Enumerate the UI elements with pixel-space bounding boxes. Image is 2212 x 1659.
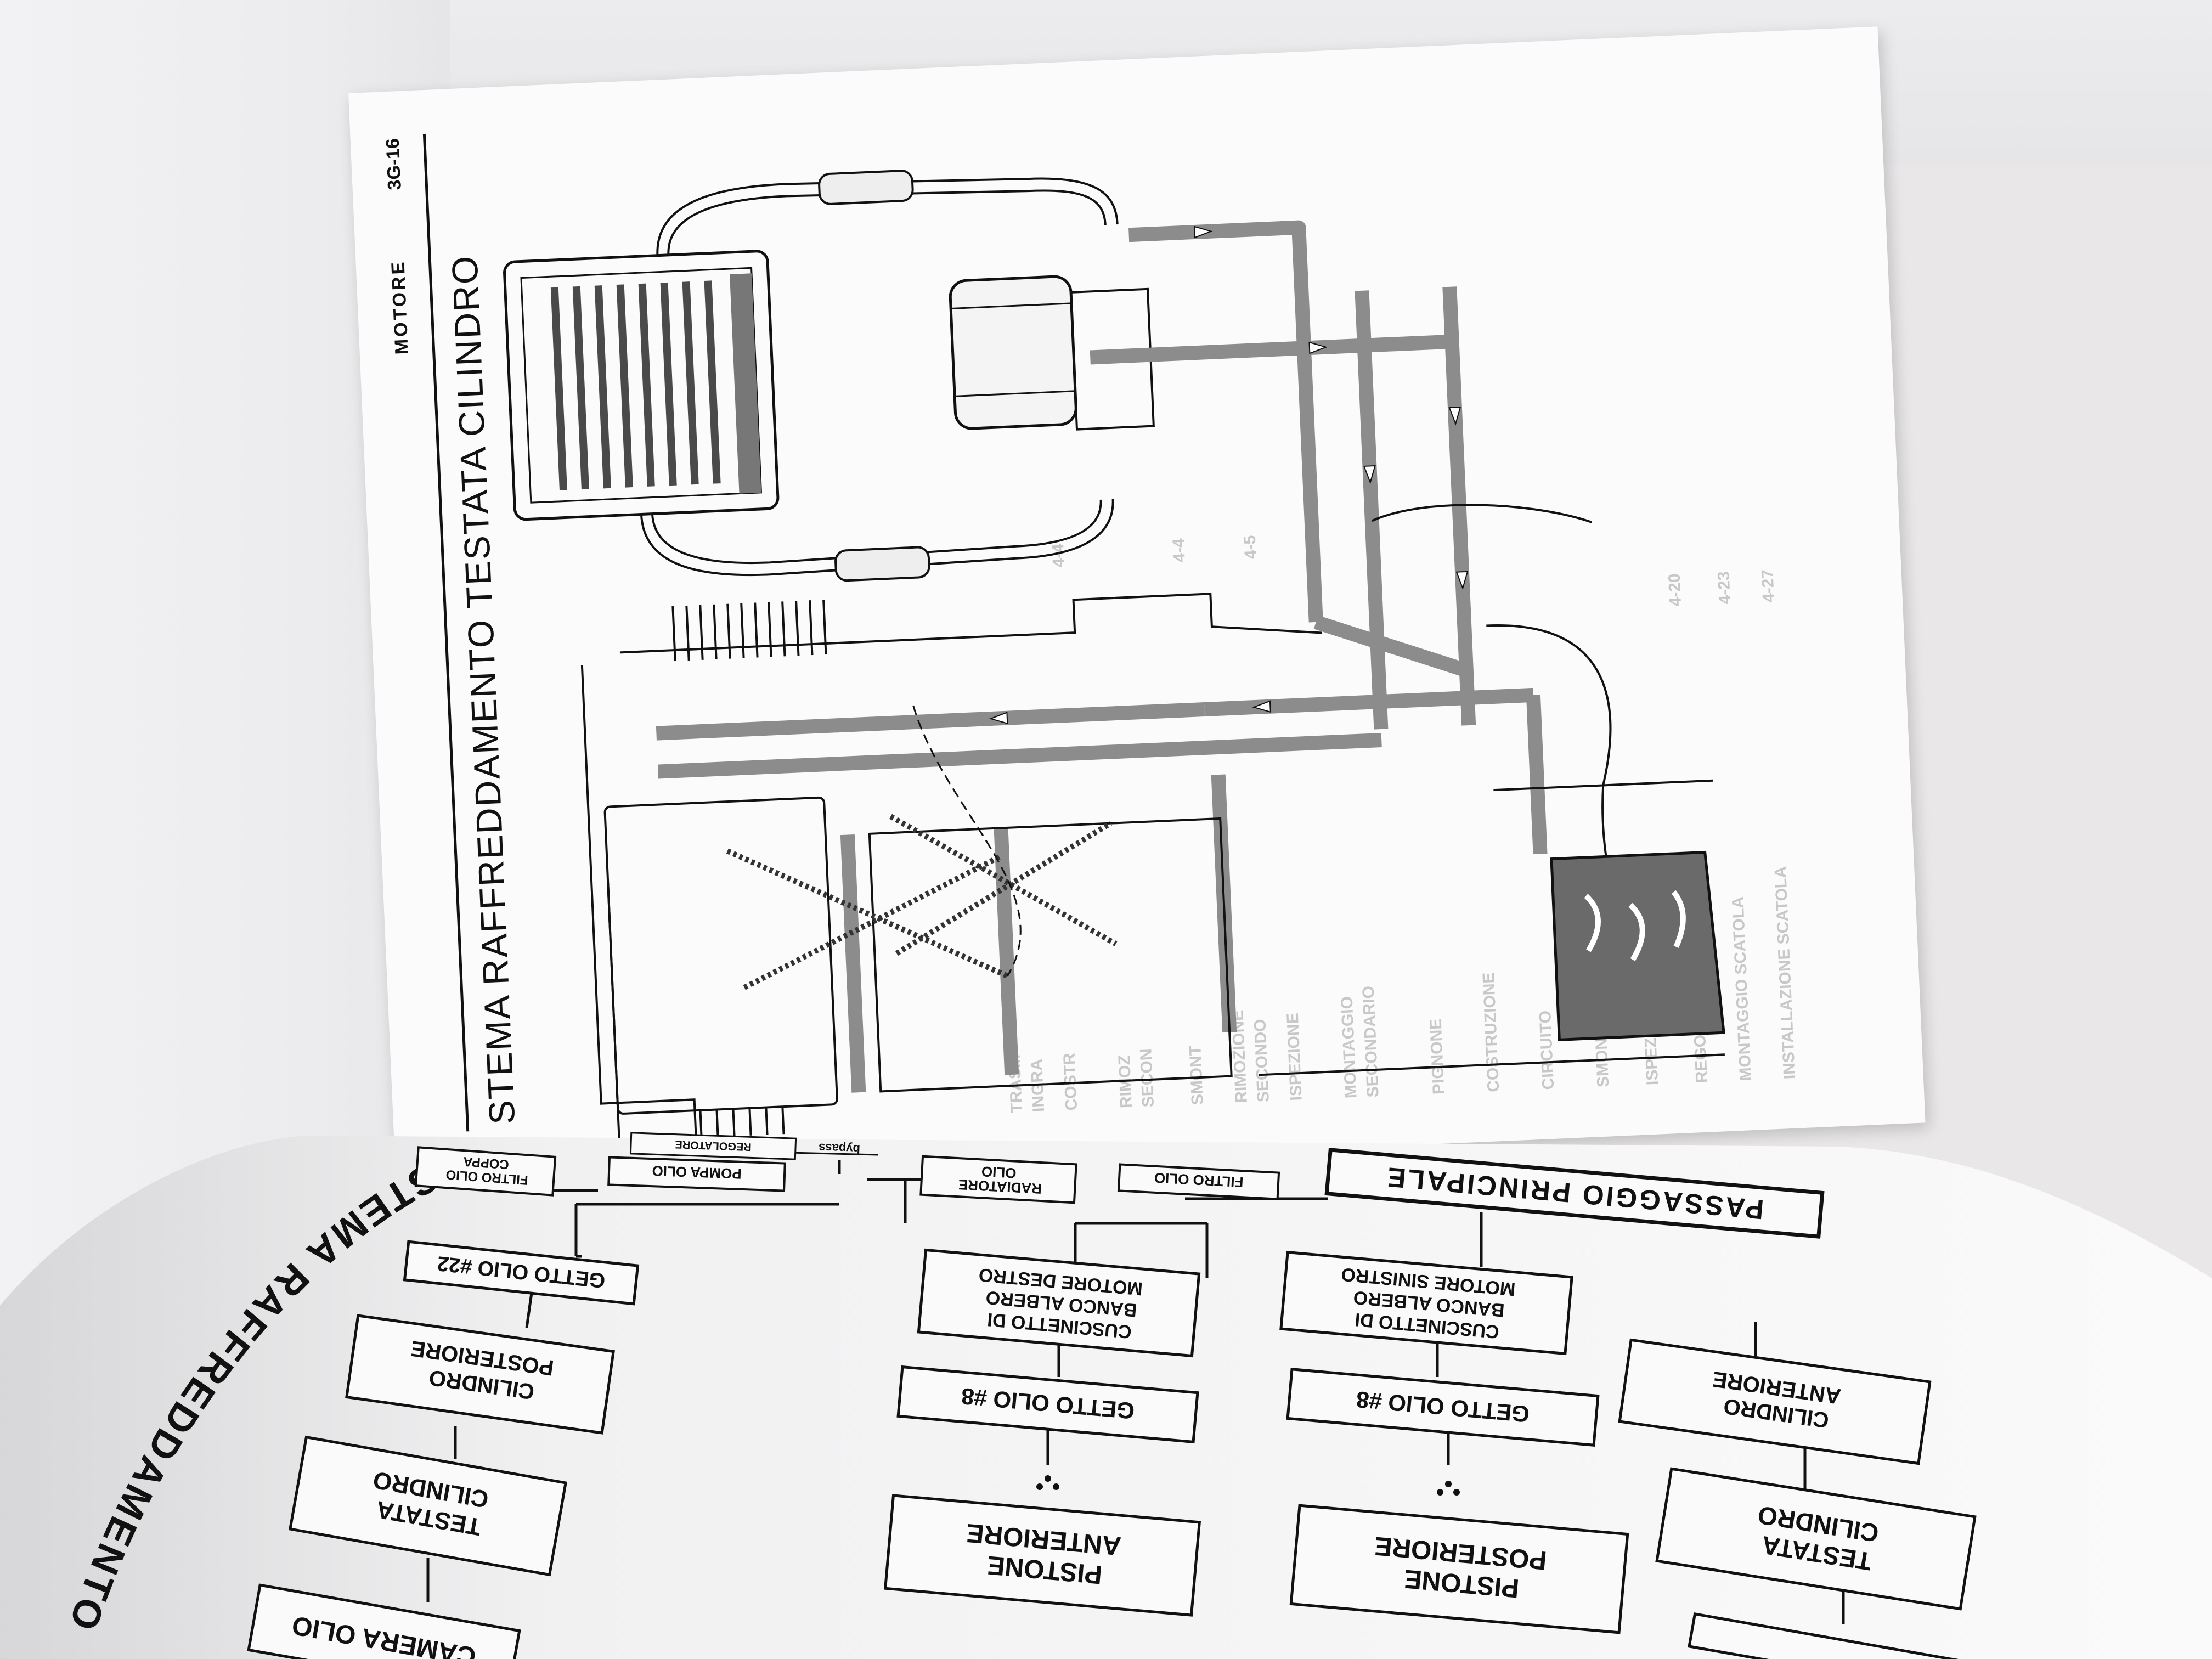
spray-markers <box>1036 1475 1460 1496</box>
left-bearing-box: CUSCINETTO DI BANCO ALBERO MOTORE SINIST… <box>1279 1250 1573 1356</box>
flow-arrows <box>989 225 1469 725</box>
oil-spray-jets <box>726 814 1118 990</box>
regulator-label: REGOLATORE <box>675 1138 752 1153</box>
oil-jet-8-front-box: GETTO OLIO #8 <box>896 1365 1199 1444</box>
oil-sump-drawing <box>1550 850 1725 1041</box>
oil-filter-drawing <box>949 275 1155 431</box>
oil-pump-box: POMPA OLIO <box>607 1156 786 1192</box>
front-cylinder-box: CILINDRO ANTERIORE <box>1618 1338 1932 1465</box>
oil-jet-8-rear-box: GETTO OLIO #8 <box>1286 1368 1600 1447</box>
right-bearing-box: CUSCINETTO DI BANCO ALBERO MOTORE DESTRO <box>917 1248 1201 1358</box>
rear-piston-box: PISTONE POSTERIORE <box>1289 1504 1629 1634</box>
header-rule <box>422 133 470 1132</box>
oil-hoses <box>640 170 1119 582</box>
regulator-box: REGOLATORE <box>629 1132 797 1160</box>
cylinder-head-right-box: TESTATA CILINDRO <box>1655 1467 1977 1611</box>
crank-outline <box>912 705 1022 977</box>
engine-block-outline <box>580 504 1725 1147</box>
cut-off-box <box>1688 1612 1999 1659</box>
cylinder-head-left-box: TESTATA CILINDRO <box>288 1435 568 1577</box>
engine-oil-cooling-diagram <box>503 170 1725 1147</box>
page-content: 3G-16 MOTORE STEMA RAFFREDDAMENTO TESTAT… <box>366 61 1891 1156</box>
front-piston-box: PISTONE ANTERIORE <box>883 1494 1201 1617</box>
rear-cylinder-box: CILINDRO POSTERIORE <box>345 1314 615 1435</box>
oil-radiator-box: RADIATORE OLIO <box>919 1155 1077 1204</box>
oil-radiator-drawing <box>503 250 780 521</box>
cylinder-fins <box>672 600 827 1138</box>
oil-chamber-box: CAMERA OLIO <box>247 1583 521 1659</box>
oil-filter-box: FILTRO OLIO <box>1117 1163 1280 1200</box>
manual-page-upper: 3G-16 MOTORE STEMA RAFFREDDAMENTO TESTAT… <box>348 26 1926 1190</box>
manual-page-lower: STEMA RAFFREDDAMENTO TESTATA C <box>0 1114 2212 1659</box>
sump-filter-label: FILTRO OLIO COPPA <box>442 1153 529 1188</box>
oil-jet-22-box: GETTO OLIO #22 <box>403 1240 640 1306</box>
oil-pump-label: POMPA OLIO <box>652 1163 742 1182</box>
sump-filter-box: FILTRO OLIO COPPA <box>414 1146 557 1197</box>
